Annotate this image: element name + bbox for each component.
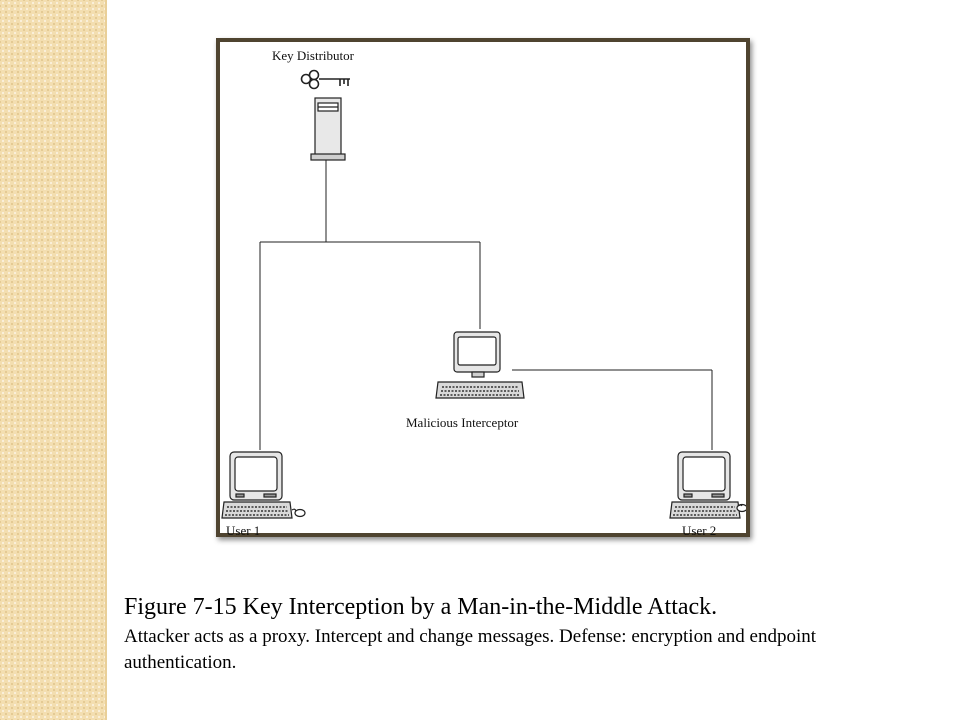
- network-diagram: [221, 69, 746, 519]
- figure-frame: Key Distributor Malicious Interceptor Us…: [216, 38, 750, 538]
- computer-icon: [669, 451, 746, 519]
- key-distributor-label: Key Distributor: [272, 48, 354, 63]
- decorative-side-strip: [0, 0, 107, 720]
- caption-body: Attacker acts as a proxy. Intercept and …: [124, 626, 816, 673]
- server-icon: [310, 97, 346, 161]
- user1-label: User 1: [226, 523, 261, 538]
- figure-caption: Figure 7-15 Key Interception by a Man-in…: [124, 592, 924, 676]
- computer-icon: [221, 451, 306, 519]
- connection-lines: [259, 160, 713, 450]
- computer-icon: [435, 331, 525, 399]
- key-icon: [300, 69, 350, 90]
- interceptor-label: Malicious Interceptor: [406, 415, 519, 430]
- caption-title: Figure 7-15 Key Interception by a Man-in…: [124, 594, 718, 620]
- user2-label: User 2: [682, 523, 717, 538]
